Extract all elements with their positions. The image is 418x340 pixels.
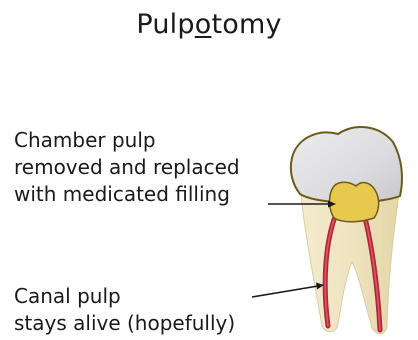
- canal-pointer-line: [252, 286, 318, 297]
- medicated-filling: [330, 182, 379, 222]
